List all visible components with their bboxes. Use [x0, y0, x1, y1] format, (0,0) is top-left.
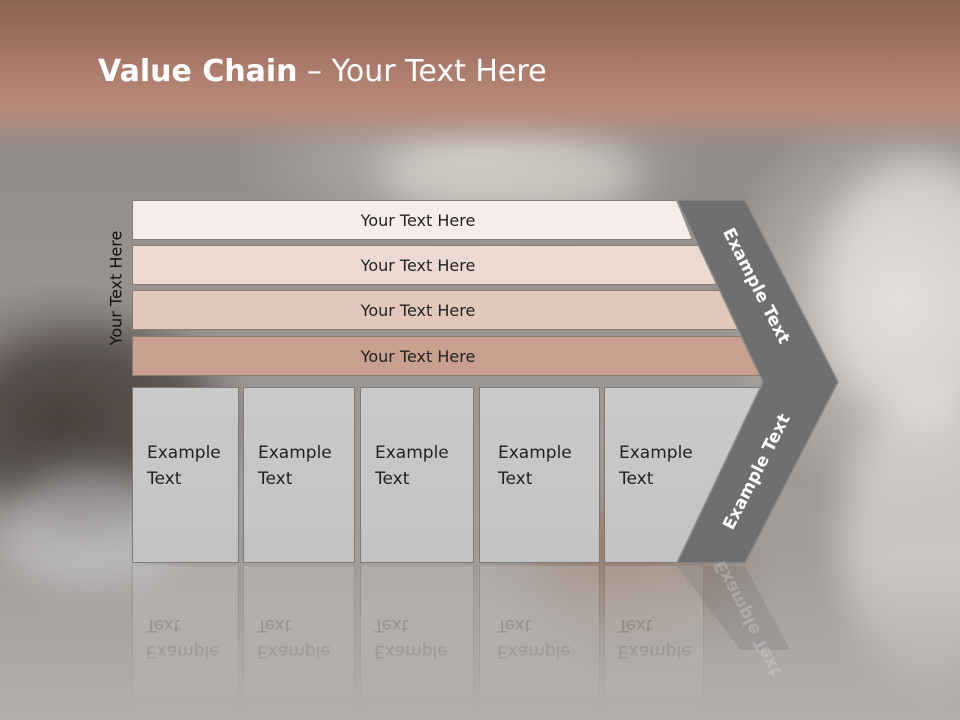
cell-5-line1: Example [619, 443, 693, 463]
row-3-label: Your Text Here [360, 300, 476, 320]
cell-3-line1: Example [375, 443, 449, 463]
row-1-label: Your Text Here [360, 210, 476, 230]
row-4-label: Your Text Here [360, 346, 476, 366]
cell-2-line1: Example [258, 443, 332, 463]
chevron-shape [675, 199, 839, 564]
cell-1-line1: Example [147, 443, 221, 463]
cell-4-line1: Example [498, 443, 572, 463]
row-4[interactable]: Your Text Here [132, 336, 764, 376]
row-3[interactable]: Your Text Here [132, 290, 739, 330]
cell-4-line2: Text [498, 469, 533, 489]
title-band [0, 0, 960, 150]
slide-title-rest: – Your Text Here [297, 54, 547, 89]
chevron-reflection [677, 566, 790, 650]
row-2-label: Your Text Here [360, 255, 476, 275]
slide-title[interactable]: Value Chain – Your Text Here [98, 54, 547, 89]
row-2[interactable]: Your Text Here [132, 245, 716, 285]
cell-3-line2: Text [375, 469, 410, 489]
slide-title-bold: Value Chain [98, 54, 298, 89]
cell-1-line2: Text [147, 469, 182, 489]
cell-2-line2: Text [258, 469, 293, 489]
cell-5-line2: Text [619, 469, 654, 489]
bottom-fade [0, 560, 960, 720]
row-1[interactable]: Your Text Here [132, 200, 692, 240]
